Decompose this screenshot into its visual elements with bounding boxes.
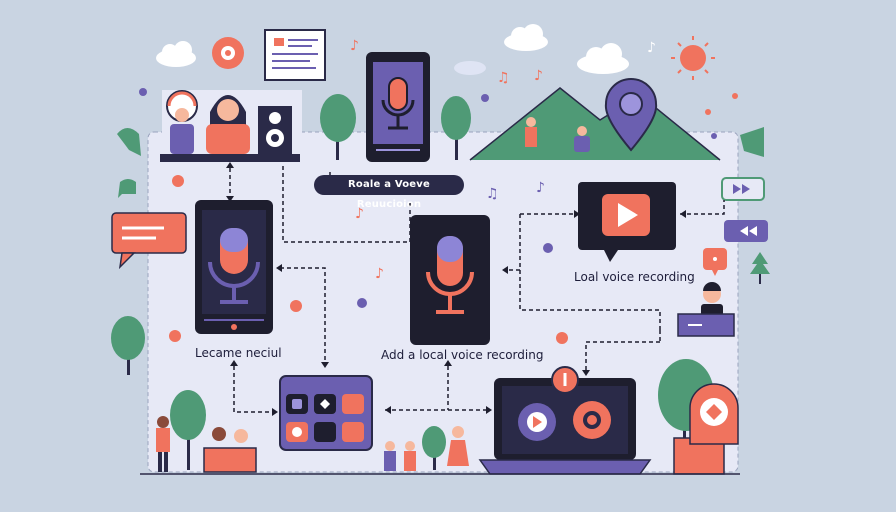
tree-icon [750, 252, 770, 284]
microphone-icon [208, 228, 260, 304]
tree-icon [422, 426, 446, 470]
svg-text:♫: ♫ [497, 70, 510, 86]
chat-bubble-icon [111, 212, 187, 270]
cloud-icon [156, 41, 196, 67]
svg-text:♫: ♫ [486, 186, 499, 202]
chat-bubble-icon [117, 127, 764, 198]
tree-icon [170, 390, 206, 470]
microphone-icon [381, 77, 415, 130]
note-card-icon [264, 29, 326, 81]
gear-icon [518, 403, 556, 441]
video-player [578, 182, 676, 262]
cloud-icon [504, 24, 548, 51]
music-note-icon: ♪ ♫ ♪ ♪ ♫ ♪ ♪ ♪ [350, 38, 656, 282]
top-phone [366, 52, 430, 162]
people-group [156, 416, 469, 473]
cloud-icon [577, 43, 629, 74]
speaker-icon [258, 106, 292, 154]
microphone-icon [426, 236, 474, 314]
right-screen-label: Loal voice recording [574, 270, 695, 284]
dot-icon [139, 88, 717, 308]
center-phone-label: Add a local voice recording [381, 348, 544, 362]
panel-border [147, 131, 739, 473]
gear-icon [573, 401, 611, 439]
sun-icon [671, 36, 715, 80]
person-at-desk [677, 282, 735, 337]
record-badge-icon [212, 37, 244, 69]
svg-text:♪: ♪ [355, 206, 364, 222]
app-grid-panel [279, 375, 373, 451]
left-phone-label: Lecame neciul [195, 346, 282, 360]
cloud-icon [454, 61, 486, 75]
laptop-icon [478, 366, 652, 475]
chat-bubble-icon [703, 248, 727, 276]
rewind-button-icon [724, 220, 768, 242]
svg-text:♪: ♪ [536, 180, 545, 196]
svg-text:♪: ♪ [350, 38, 359, 54]
flower-icon [169, 93, 738, 344]
play-icon [602, 194, 650, 236]
map-pin-icon [604, 78, 658, 152]
tree-icon [111, 316, 145, 375]
svg-text:♪: ♪ [534, 68, 543, 84]
tree-icon [441, 96, 471, 160]
fast-forward-button-icon [721, 177, 765, 201]
tree-icon [320, 94, 356, 160]
mountain-scene [469, 87, 721, 161]
center-phone [410, 215, 490, 345]
podcast-scene [160, 90, 302, 162]
connector-lines [229, 166, 725, 413]
svg-text:♪: ♪ [375, 266, 384, 282]
kiosk-icon [673, 383, 739, 475]
svg-text:♪: ♪ [647, 40, 656, 56]
left-phone [195, 200, 273, 334]
top-label-pill: Roale a Voeve Reuucioion [314, 175, 464, 210]
arrowheads [226, 162, 686, 416]
